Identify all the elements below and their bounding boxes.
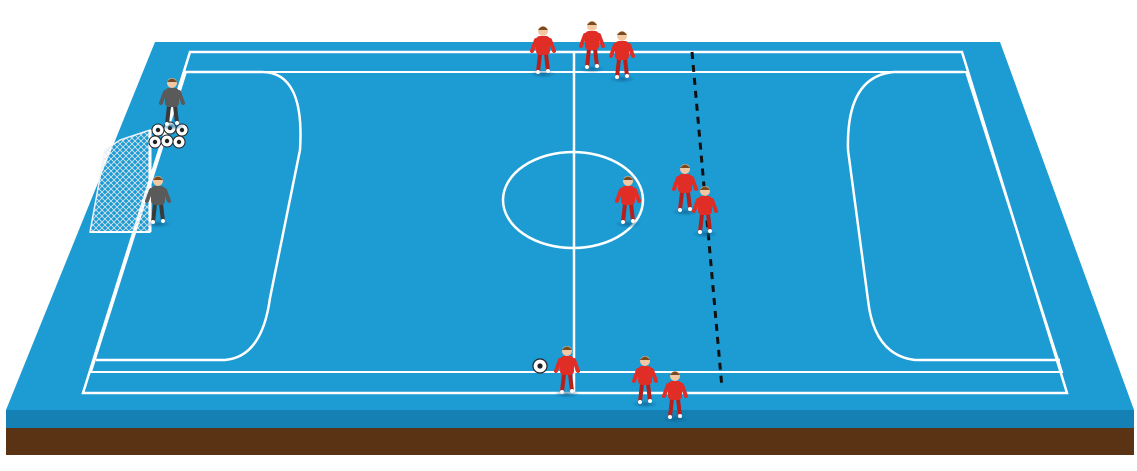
soccer-ball-icon [149,136,161,148]
court-base [6,425,1134,455]
soccer-ball-icon [173,136,185,148]
court-edge [6,410,1134,428]
soccer-ball-icon [533,359,547,373]
goal-net-icon [90,130,150,232]
soccer-ball-icon [161,135,173,147]
